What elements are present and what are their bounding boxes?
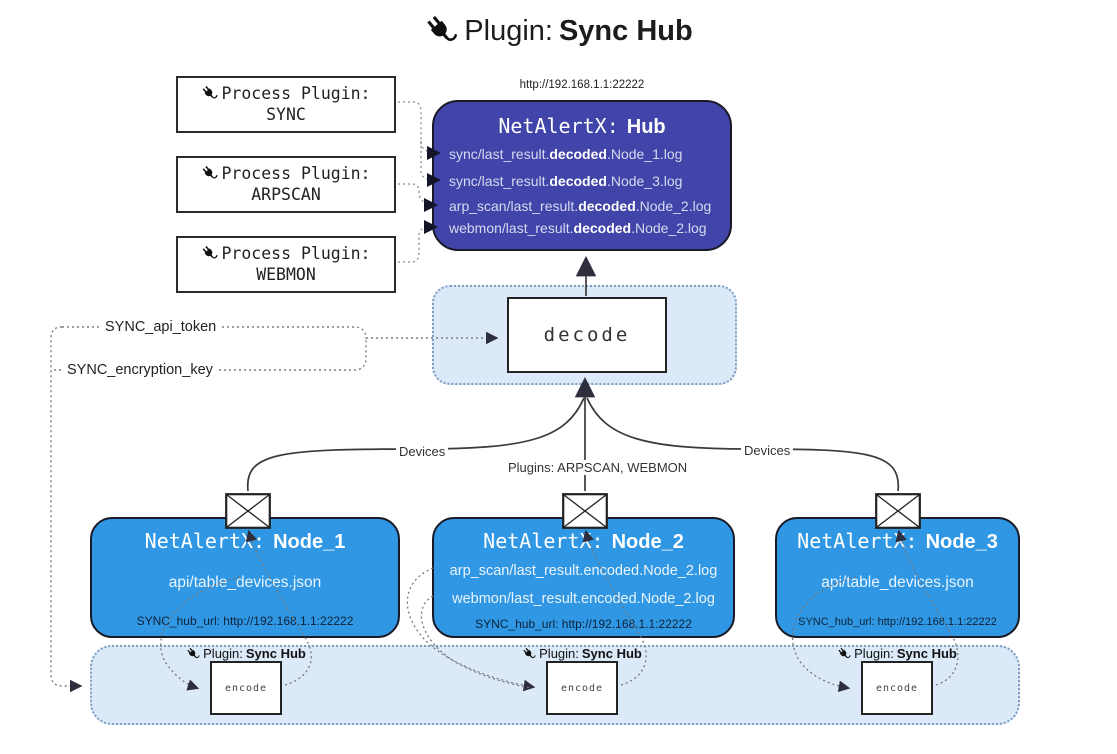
encode-box: encode (210, 661, 282, 715)
process-plugin-name: ARPSCAN (251, 185, 321, 204)
encode-label: encode (224, 682, 268, 694)
process-plugin-sync-box: Process Plugin: SYNC (176, 76, 396, 133)
encoder-plugin-label: Plugin: Sync Hub (492, 646, 672, 661)
log-post: .Node_1.log (606, 146, 683, 162)
node-file: api/table_devices.json (168, 574, 322, 591)
log-pre: sync/last_result. (449, 146, 550, 162)
log-post: .Node_2.log (631, 220, 707, 236)
process-plugin-arpscan-box: Process Plugin: ARPSCAN (176, 156, 396, 213)
node-1-box: NetAlertX:Node_1 api/table_devices.json … (90, 517, 400, 638)
title-name: Sync Hub (558, 14, 693, 47)
encoder-plugin-name: Sync Hub (245, 646, 306, 661)
encoder-plugin-label: Plugin: Sync Hub (156, 646, 336, 661)
encoder-plugin-label: Plugin: Sync Hub (807, 646, 987, 661)
process-plugin-label-row: Process Plugin: (178, 84, 394, 103)
process-plugin-webmon-box: Process Plugin: WEBMON (176, 236, 396, 293)
sync-encryption-key-label: SYNC_encryption_key (64, 362, 216, 378)
envelope-icon (562, 493, 608, 529)
sync-api-token-label: SYNC_api_token (102, 319, 220, 335)
hub-url: http://192.168.1.1:22222 (519, 79, 645, 91)
log-bold: decoded (573, 220, 632, 236)
node-title: NetAlertX: Node_1 (92, 529, 398, 554)
log-bold: decoded (578, 198, 636, 214)
node-3-box: NetAlertX:Node_3 api/table_devices.json … (775, 517, 1020, 638)
node-title-prefix: NetAlertX: (144, 529, 266, 553)
log-post: .Node_3.log (606, 173, 683, 189)
node-hub-url: SYNC_hub_url: http://192.168.1.1:22222 (136, 614, 354, 628)
node-title: NetAlertX: Node_3 (777, 529, 1018, 554)
log-pre: arp_scan/last_result. (449, 198, 579, 214)
node-title-prefix: NetAlertX: (797, 529, 918, 553)
hub-log-line: webmon/last_result.decoded.Node_2.log (449, 220, 728, 238)
log-post: .Node_2.log (635, 198, 712, 214)
encoder-plugin-prefix: Plugin: (203, 646, 243, 661)
decode-box: decode (507, 297, 667, 373)
node-hub-url: SYNC_hub_url: http://192.168.1.1:22222 (475, 617, 692, 631)
plug-icon (201, 245, 218, 262)
log-bold: decoded (549, 146, 607, 162)
log-bold: decoded (549, 173, 607, 189)
log-pre: webmon/last_result. (449, 220, 574, 236)
encoder-plugin-prefix: Plugin: (854, 646, 894, 661)
plug-icon (837, 647, 851, 661)
node-title-name: Node_1 (273, 531, 346, 553)
encode-label: encode (560, 682, 604, 694)
plug-icon (424, 14, 458, 48)
node-title: NetAlertX: Node_2 (434, 529, 733, 554)
process-plugin-connectors (398, 101, 428, 263)
node-file: webmon/last_result.encoded.Node_2.log (452, 591, 715, 607)
hub-title-name: Hub (626, 116, 666, 138)
plugins-label: Plugins: ARPSCAN, WEBMON (505, 460, 691, 475)
process-plugin-name: SYNC (266, 105, 306, 124)
encoder-plugin-name: Sync Hub (581, 646, 642, 661)
hub-title: NetAlertX: Hub (434, 114, 730, 139)
plug-icon (201, 85, 218, 102)
process-plugin-label: Process Plugin: (221, 164, 371, 183)
log-pre: sync/last_result. (449, 173, 550, 189)
hub-log-line: sync/last_result.decoded.Node_3.log (449, 173, 728, 191)
plug-icon (522, 647, 536, 661)
encoder-plugin-prefix: Plugin: (539, 646, 579, 661)
node-title-prefix: NetAlertX: (483, 529, 604, 553)
process-plugin-label-row: Process Plugin: (178, 244, 394, 263)
encoder-plugin-name: Sync Hub (896, 646, 957, 661)
node-title-name: Node_3 (925, 531, 998, 553)
plug-icon (186, 647, 200, 661)
hub-title-prefix: NetAlertX: (498, 114, 619, 138)
title-prefix: Plugin: (464, 14, 553, 47)
node-title-name: Node_2 (611, 531, 684, 553)
node-file: arp_scan/last_result.encoded.Node_2.log (449, 563, 718, 579)
encode-box: encode (546, 661, 618, 715)
process-plugin-label: Process Plugin: (221, 244, 371, 263)
node-hub-url: SYNC_hub_url: http://192.168.1.1:22222 (798, 616, 997, 628)
page-title: Plugin: Sync Hub (0, 14, 1117, 48)
process-plugin-label: Process Plugin: (221, 84, 371, 103)
hub-log-line: arp_scan/last_result.decoded.Node_2.log (449, 198, 728, 216)
hub-box: NetAlertX:Hub sync/last_result.decoded.N… (432, 100, 732, 251)
encode-label: encode (875, 682, 919, 694)
encode-box: encode (861, 661, 933, 715)
plug-icon (201, 165, 218, 182)
hub-log-line: sync/last_result.decoded.Node_1.log (449, 146, 728, 164)
node-file: api/table_devices.json (821, 574, 974, 591)
process-plugin-name: WEBMON (256, 265, 316, 284)
envelope-icon (225, 493, 271, 529)
process-plugin-label-row: Process Plugin: (178, 164, 394, 183)
devices-label-right: Devices (741, 443, 794, 458)
decode-label: decode (543, 324, 631, 346)
node-2-box: NetAlertX: Node_2 arp_scan/last_result.en… (432, 517, 735, 638)
devices-label-left: Devices (396, 444, 449, 459)
envelope-icon (875, 493, 921, 529)
